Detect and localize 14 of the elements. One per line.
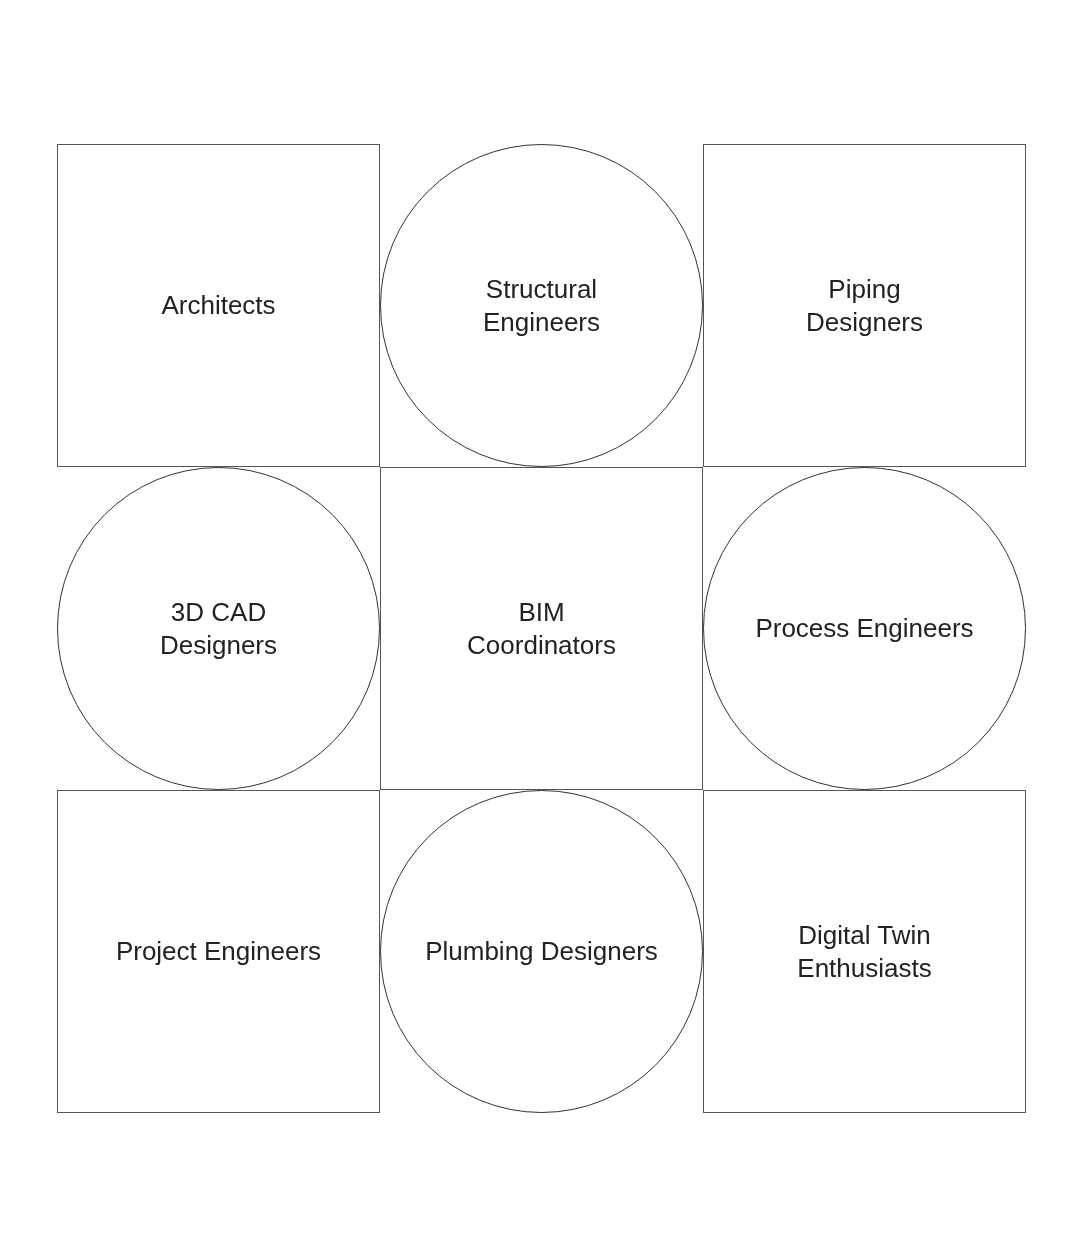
square-box bbox=[703, 790, 1026, 1113]
square-box bbox=[57, 790, 380, 1113]
node-label: Digital Twin Enthusiasts bbox=[796, 918, 933, 985]
square-box bbox=[380, 467, 703, 790]
node-label: BIM Coordinators bbox=[466, 595, 617, 662]
node-label: Structural Engineers bbox=[481, 272, 602, 339]
node-label: 3D CAD Designers bbox=[158, 595, 279, 662]
square-box bbox=[703, 144, 1026, 467]
node-label: Plumbing Designers bbox=[425, 935, 658, 968]
node-label: Project Engineers bbox=[115, 935, 322, 968]
node-label: Piping Designers bbox=[804, 272, 925, 339]
node-label: Architects bbox=[161, 289, 276, 322]
square-box bbox=[57, 144, 380, 467]
node-label: Process Engineers bbox=[755, 612, 974, 645]
